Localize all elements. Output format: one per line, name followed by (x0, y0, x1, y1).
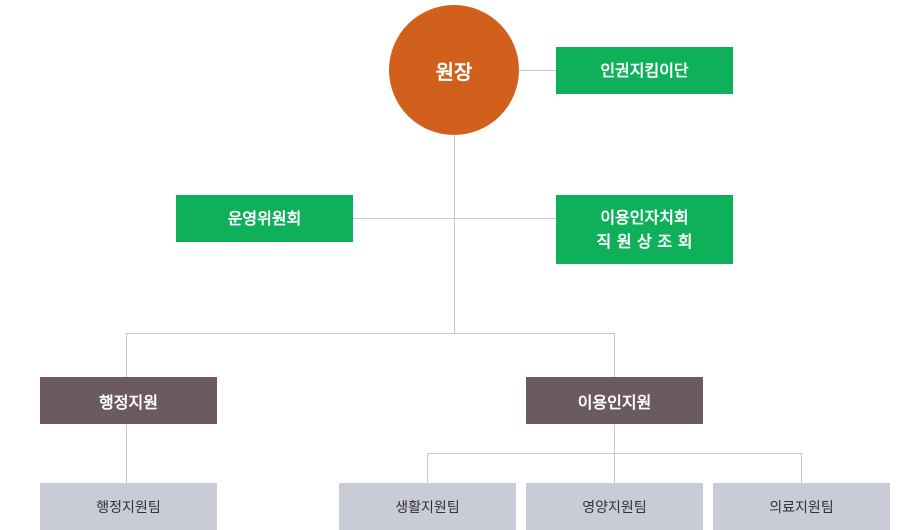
team-medical-label: 의료지원팀 (769, 499, 834, 516)
connector-departments-horizontal (126, 333, 615, 334)
council-label-line2: 직 원 상 조 회 (596, 231, 693, 251)
connector-to-admin (126, 333, 127, 377)
human-rights-team-node: 인권지킴이단 (556, 47, 733, 94)
connector-to-user-support (614, 333, 615, 377)
council-label-line1: 이용인자치회 (600, 207, 689, 227)
director-label: 원장 (435, 59, 473, 84)
team-living-label: 생활지원팀 (395, 499, 460, 516)
operating-committee-label: 운영위원회 (227, 208, 302, 228)
operating-committee-node: 운영위원회 (176, 195, 353, 242)
connector-teams-horizontal (427, 453, 802, 454)
department-user-support-label: 이용인지원 (577, 392, 652, 412)
connector-trunk (454, 134, 455, 334)
connector-committee-council (352, 218, 556, 219)
council-node: 이용인자치회 직 원 상 조 회 (556, 195, 733, 264)
team-nutrition-label: 영양지원팀 (582, 499, 647, 516)
connector-admin-team (126, 423, 127, 483)
team-medical-node: 의료지원팀 (713, 483, 890, 530)
department-admin-node: 행정지원 (40, 377, 217, 424)
department-user-support-node: 이용인지원 (526, 377, 703, 424)
director-node: 원장 (389, 5, 519, 135)
connector-director-human-rights (518, 70, 556, 71)
team-admin-label: 행정지원팀 (96, 499, 161, 516)
team-nutrition-node: 영양지원팀 (526, 483, 703, 530)
connector-to-medical-team (801, 453, 802, 483)
team-living-node: 생활지원팀 (339, 483, 516, 530)
team-admin-node: 행정지원팀 (40, 483, 217, 530)
human-rights-team-label: 인권지킴이단 (600, 60, 689, 80)
department-admin-label: 행정지원 (99, 392, 158, 412)
connector-to-living-team (427, 453, 428, 483)
